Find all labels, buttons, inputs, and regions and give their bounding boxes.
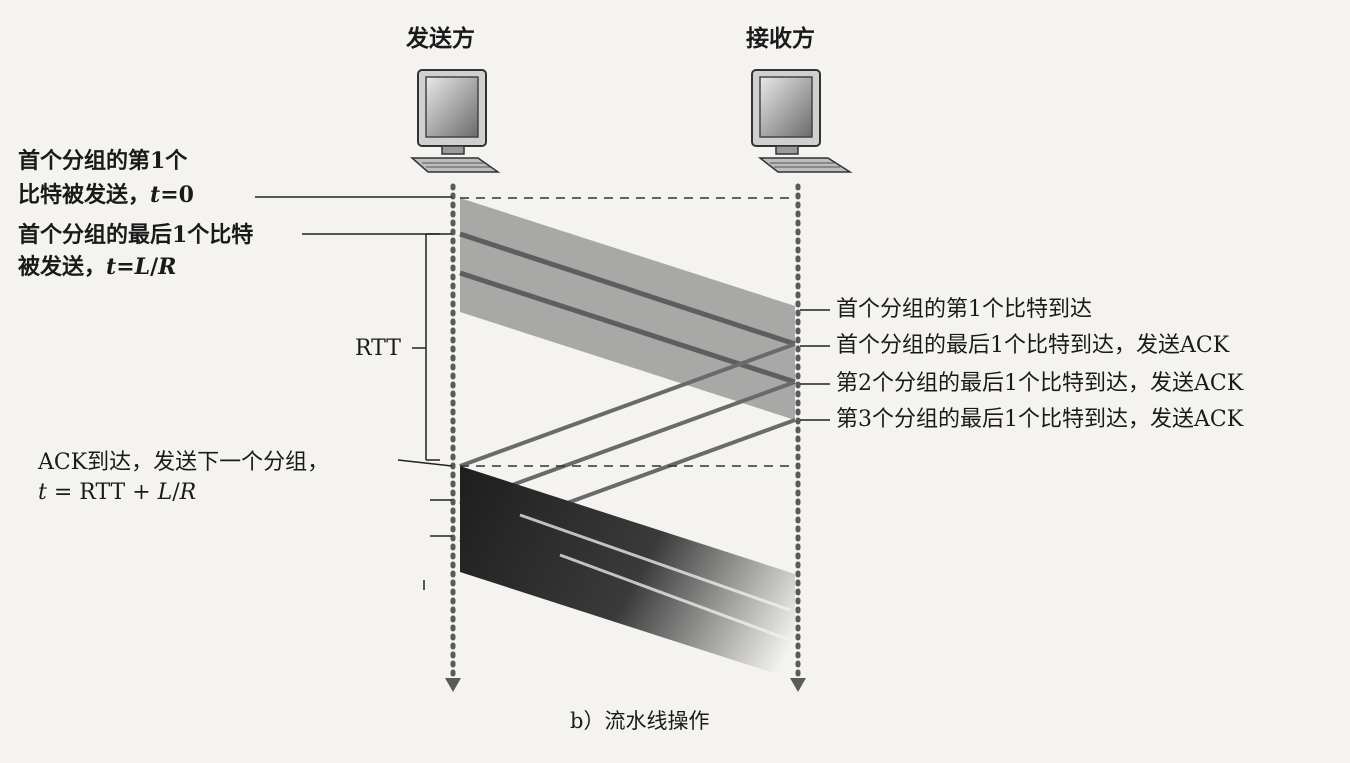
first-bit-arrives-label: 首个分组的第1个比特到达 [836, 295, 1092, 325]
rtt-label: RTT [355, 334, 401, 364]
sender-title: 发送方 [406, 24, 475, 54]
receiver-title: 接收方 [746, 24, 815, 54]
slash: / [172, 480, 179, 505]
sender-computer-icon [412, 70, 498, 172]
ack-eq: = RTT + [47, 480, 158, 505]
time-var: t [150, 182, 160, 208]
length-var: L [158, 480, 173, 505]
packet-band [460, 198, 795, 420]
time-eq: = [116, 254, 134, 280]
first-bit-sent-text: 比特被发送， [18, 182, 150, 208]
rate-var: R [180, 480, 197, 505]
sender-timeline-arrow [445, 678, 461, 692]
rate-var: R [158, 254, 176, 280]
last-bit-sent-text: 被发送， [18, 254, 106, 280]
last-bit-sent-label-line2: 被发送，t=L/R [18, 252, 176, 282]
last-bit-sent-label-line1: 首个分组的最后1个比特 [18, 220, 253, 250]
leader-ack-arrives [398, 460, 452, 466]
rtt-bracket [412, 234, 440, 460]
next-packets-band [460, 466, 795, 680]
pkt1-last-bit-label: 首个分组的最后1个比特到达，发送ACK [836, 331, 1229, 361]
pkt3-last-bit-label: 第3个分组的最后1个比特到达，发送ACK [836, 405, 1243, 435]
ack-arrives-label-line2: t = RTT + L/R [38, 478, 196, 508]
time-eq: =0 [160, 182, 194, 208]
receiver-timeline-arrow [790, 678, 806, 692]
receiver-computer-icon [752, 70, 850, 172]
time-var: t [106, 254, 116, 280]
slash: / [150, 254, 158, 280]
figure-caption: b）流水线操作 [570, 706, 709, 736]
ack-arrives-label-line1: ACK到达，发送下一个分组， [38, 448, 329, 478]
time-var: t [38, 480, 47, 505]
pkt2-last-bit-label: 第2个分组的最后1个比特到达，发送ACK [836, 369, 1243, 399]
first-bit-sent-label-line2: 比特被发送，t=0 [18, 180, 194, 210]
length-var: L [135, 254, 150, 280]
first-bit-sent-label-line1: 首个分组的第1个 [18, 146, 187, 176]
